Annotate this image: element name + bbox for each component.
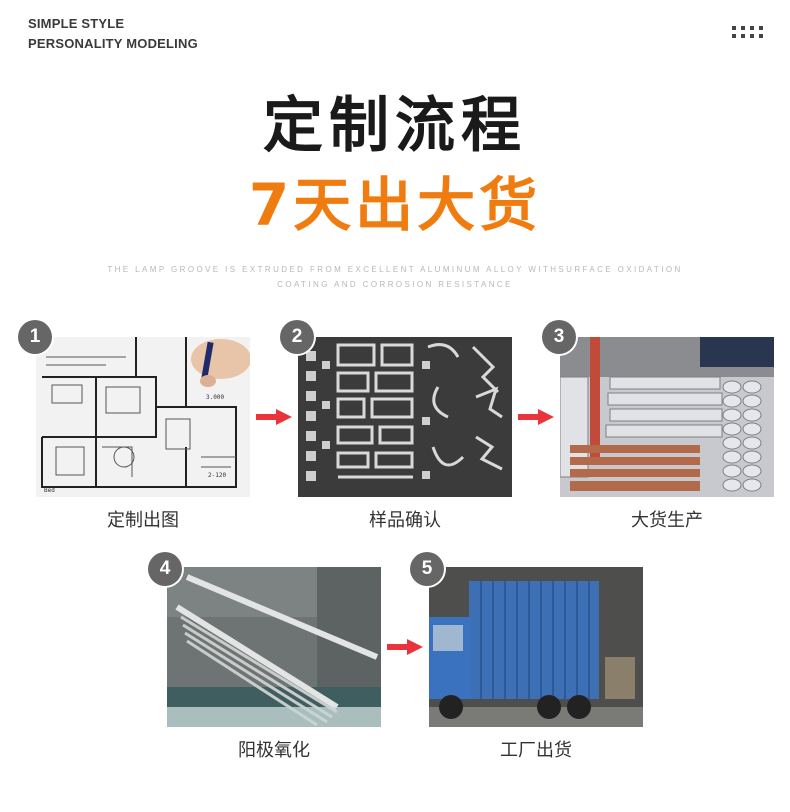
- page-title: 定制流程: [263, 91, 527, 161]
- step-3-badge: 3: [542, 320, 576, 354]
- blueprint-photo: Bed 3.000 2-120: [36, 337, 250, 497]
- truck-photo: [429, 567, 643, 727]
- tagline-line-2: COATING AND CORROSION RESISTANCE: [277, 280, 513, 289]
- arrow-right-icon: [518, 409, 554, 425]
- step-4-badge: 4: [148, 552, 182, 586]
- tagline-line-1: THE LAMP GROOVE IS EXTRUDED FROM EXCELLE…: [107, 265, 683, 274]
- brand-line-2: PERSONALITY MODELING: [28, 36, 198, 51]
- tagline: THE LAMP GROOVE IS EXTRUDED FROM EXCELLE…: [60, 262, 730, 292]
- svg-text:3.000: 3.000: [206, 394, 224, 401]
- step-5-badge: 5: [410, 552, 444, 586]
- production-photo: [560, 337, 774, 497]
- brand-line-1: SIMPLE STYLE: [28, 16, 125, 31]
- arrow-right-icon: [256, 409, 292, 425]
- brand-text: SIMPLE STYLE PERSONALITY MODELING: [28, 14, 198, 54]
- svg-text:Bed: Bed: [44, 487, 55, 494]
- step-5-label: 工厂出货: [500, 740, 572, 761]
- svg-text:2-120: 2-120: [208, 472, 226, 479]
- page-subtitle: 7天出大货: [248, 171, 542, 239]
- samples-photo: [298, 337, 512, 497]
- step-2-label: 样品确认: [369, 510, 441, 531]
- anodizing-photo: [167, 567, 381, 727]
- step-1-badge: 1: [18, 320, 52, 354]
- step-2-badge: 2: [280, 320, 314, 354]
- step-4-label: 阳极氧化: [238, 740, 310, 761]
- arrow-right-icon: [387, 639, 423, 655]
- dots-grid-icon[interactable]: [732, 26, 764, 38]
- step-1-label: 定制出图: [107, 510, 179, 531]
- step-3-label: 大货生产: [631, 510, 703, 531]
